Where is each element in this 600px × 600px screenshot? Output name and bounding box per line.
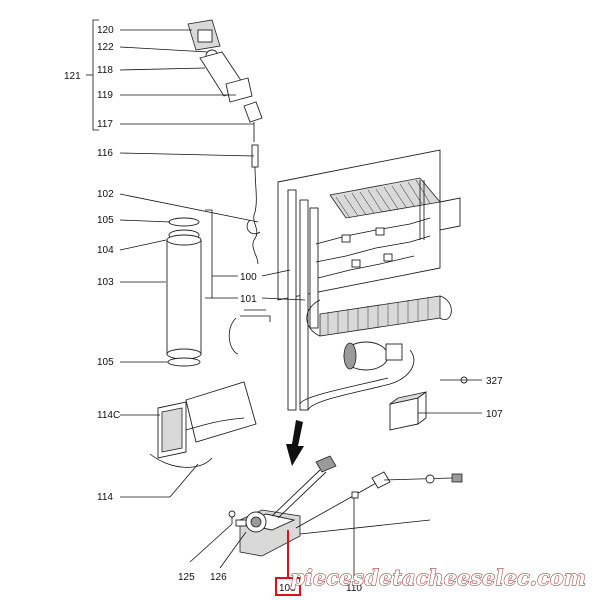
callout-126: 126 — [210, 572, 227, 583]
callout-121: 121 — [64, 71, 81, 82]
cover-107 — [389, 391, 427, 431]
baffle-114 — [149, 381, 257, 468]
callout-108: 108 — [279, 583, 296, 594]
chimney-flue — [166, 217, 202, 367]
callout-125: 125 — [178, 572, 195, 583]
callout-103: 103 — [97, 277, 114, 288]
callout-114: 114 — [97, 492, 113, 503]
burner-tube — [228, 309, 271, 355]
callout-118: 118 — [97, 65, 113, 76]
burner-top-assembly — [187, 19, 263, 142]
callout-107: 107 — [486, 409, 503, 420]
callout-105-bottom: 105 — [97, 357, 114, 368]
callout-120: 120 — [97, 25, 114, 36]
thermocouple-wire — [246, 144, 261, 265]
watermark-text: piecesdetacheeselec.com — [290, 565, 586, 590]
callouts: 120 122 121 118 119 117 116 102 105 104 … — [64, 25, 503, 594]
callout-117: 117 — [97, 119, 113, 130]
callout-116: 116 — [97, 148, 113, 159]
callout-119: 119 — [97, 90, 113, 101]
bracket-100-101 — [205, 209, 213, 299]
callout-122: 122 — [97, 42, 114, 53]
callout-110: 110 — [346, 583, 362, 594]
assembly-arrow — [286, 420, 304, 466]
callout-101: 101 — [240, 294, 257, 305]
callout-327: 327 — [486, 376, 503, 387]
highlight-108 — [275, 530, 301, 596]
cooling-unit — [277, 149, 468, 411]
callout-105-top: 105 — [97, 215, 114, 226]
callout-104: 104 — [97, 245, 114, 256]
callout-100: 100 — [240, 272, 257, 283]
callout-102: 102 — [97, 189, 114, 200]
leader-lines — [119, 29, 482, 578]
group-bracket-121 — [86, 19, 99, 131]
callout-114C: 114C — [97, 410, 120, 421]
burner-bottom-assembly — [228, 455, 463, 557]
